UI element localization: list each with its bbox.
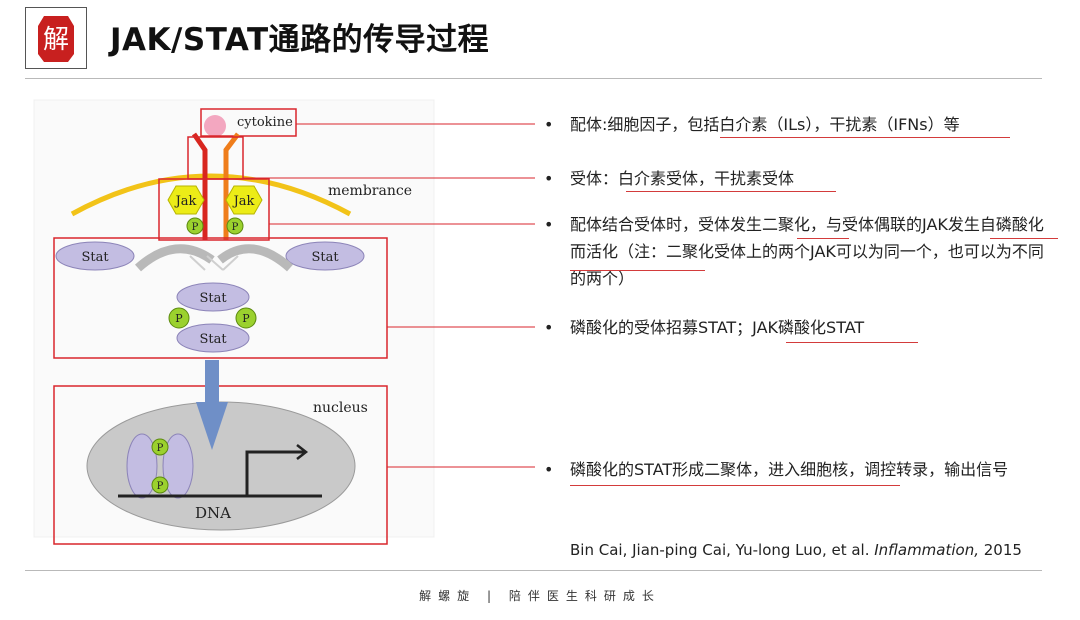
stat-dimer-dna-right: [162, 433, 194, 499]
highlight-underline: [720, 137, 1010, 138]
highlight-underline: [797, 238, 849, 239]
recruit-arrow-heads: [189, 255, 239, 271]
stat-dimer-bottom: [176, 323, 250, 353]
recruit-arrow-left: [135, 244, 215, 272]
header-divider: [25, 78, 1042, 79]
stat-label: Stat: [311, 250, 339, 265]
footer-divider: [25, 570, 1042, 571]
jak-left: [167, 185, 205, 215]
transcription-start: [245, 450, 304, 496]
cytokine-label: cytokine: [237, 115, 293, 130]
stat-recruit-frame: [53, 237, 388, 359]
jak-right-label: Jak: [232, 194, 255, 209]
p-label: P: [242, 312, 250, 325]
seal-icon: 解: [38, 16, 74, 62]
bullet-text: 配体:细胞因子，包括白介素（ILs），干扰素（IFNs）等: [570, 115, 960, 134]
recruit-arrow-right: [217, 244, 293, 272]
bullet-dot: •: [544, 215, 554, 234]
stat-dimer-top: [176, 282, 250, 312]
stat-dimer-dna-left: [126, 433, 158, 499]
translocation-arrow-head: [196, 402, 228, 450]
stat-label: Stat: [81, 250, 109, 265]
nucleus-label: nucleus: [313, 400, 368, 416]
cytokine-ligand: [204, 115, 226, 137]
stat-free-left: [55, 241, 135, 271]
highlight-underline: [626, 191, 836, 192]
phospho-nuclear-top: [151, 438, 169, 456]
highlight-underline: [570, 485, 900, 486]
bullet-recruit: • 磷酸化的受体招募STAT；JAK磷酸化STAT: [544, 314, 1050, 341]
cytokine-frame: [200, 108, 297, 137]
p-label: P: [157, 443, 164, 454]
jak-frame: [158, 178, 270, 241]
svg-text:解: 解: [43, 25, 69, 55]
footer-slogan: 解螺旋 | 陪伴医生科研成长: [419, 589, 661, 603]
bullet-dot: •: [544, 115, 554, 134]
citation-authors: Bin Cai, Jian-ping Cai, Yu-long Luo, et …: [570, 541, 875, 559]
phospho-stat-left: [168, 307, 190, 329]
translocation-arrow-shaft: [205, 360, 219, 404]
receptor-left: [191, 132, 208, 240]
jak-left-label: Jak: [174, 194, 197, 209]
phospho-jak-left: [186, 217, 204, 235]
phospho-nuclear-bottom: [151, 476, 169, 494]
stat-label: Stat: [199, 332, 227, 347]
bullet-ligand: • 配体:细胞因子，包括白介素（ILs），干扰素（IFNs）等: [544, 111, 1050, 138]
bullet-text: 磷酸化的STAT形成二聚体，进入细胞核，调控转录，输出信号: [570, 460, 1009, 479]
citation-journal: Inflammation,: [874, 541, 979, 559]
jak-right: [225, 185, 263, 215]
stat-label: Stat: [199, 291, 227, 306]
highlight-underline: [990, 238, 1058, 239]
nucleus-frame: [53, 385, 388, 545]
transcription-arrow-icon: [296, 444, 309, 460]
p-label: P: [192, 222, 199, 233]
phospho-stat-right: [235, 307, 257, 329]
bullet-dot: •: [544, 318, 554, 337]
stat-free-right: [285, 241, 365, 271]
p-label: P: [175, 312, 183, 325]
p-label: P: [232, 222, 239, 233]
citation: Bin Cai, Jian-ping Cai, Yu-long Luo, et …: [570, 541, 1022, 559]
bullet-dimerization: • 配体结合受体时，受体发生二聚化，与受体偶联的JAK发生自磷酸化而活化（注：二…: [544, 211, 1055, 292]
bullet-dot: •: [544, 169, 554, 188]
highlight-underline: [570, 270, 705, 271]
bullet-dot: •: [544, 460, 554, 479]
logo: 解: [25, 7, 87, 69]
p-label: P: [157, 481, 164, 492]
bullet-receptor: • 受体：白介素受体，干扰素受体: [544, 165, 1050, 192]
bullet-nucleus: • 磷酸化的STAT形成二聚体，进入细胞核，调控转录，输出信号: [544, 456, 1050, 483]
bullet-text: 配体结合受体时，受体发生二聚化，与受体偶联的JAK发生自磷酸化而活化（注：二聚化…: [570, 215, 1044, 288]
page-title: JAK/STAT通路的传导过程: [110, 22, 490, 58]
citation-year: 2015: [978, 541, 1022, 559]
cell-membrane: [70, 173, 352, 217]
bullet-text: 磷酸化的受体招募STAT；JAK磷酸化STAT: [570, 318, 865, 337]
receptor-right: [223, 132, 240, 240]
phospho-jak-right: [226, 217, 244, 235]
membrane-label: membrance: [328, 183, 412, 199]
highlight-underline: [786, 342, 918, 343]
dna-label: DNA: [195, 504, 231, 522]
bullet-text: 受体：白介素受体，干扰素受体: [570, 169, 795, 188]
